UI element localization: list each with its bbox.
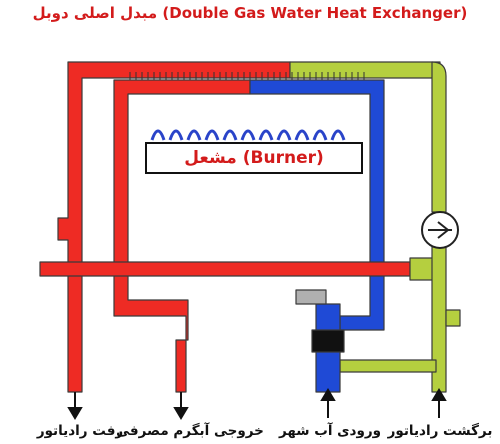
return-stub <box>445 309 461 327</box>
label-radiator-return: برگشت رادیاتور <box>387 423 493 439</box>
arrow-up-icon <box>431 388 447 401</box>
label-hot-water-outlet: خروجی آبگرم مصرفی <box>116 423 264 439</box>
burner-label: مشعل (Burner) <box>184 148 324 168</box>
arrow-down-icon <box>173 407 189 420</box>
arrow-down-icon <box>67 407 83 420</box>
hot-water-outlet-pipe <box>113 79 251 393</box>
middle-hot-pipe <box>39 261 411 277</box>
heat-exchanger-fins <box>129 72 365 80</box>
diagram-title: مبدل اصلی دوبل (Double Gas Water Heat Ex… <box>32 4 468 22</box>
radiator-supply-pipe <box>57 61 291 393</box>
arrow-up-icon <box>320 388 336 401</box>
radiator-return-pipe <box>431 61 447 213</box>
burner-box <box>145 142 363 174</box>
valve-gray-cap <box>295 289 327 305</box>
pump-arrow-icon <box>428 221 452 239</box>
bypass-pipe <box>339 359 437 373</box>
burner-flames <box>150 129 346 141</box>
label-radiator-supply: رفت رادیاتور <box>36 423 124 439</box>
valve-black-part <box>311 329 345 353</box>
radiator-return-top-pipe <box>289 61 441 79</box>
flow-arrows <box>67 388 447 420</box>
label-city-water-inlet: ورودی آب شهر <box>278 423 382 439</box>
